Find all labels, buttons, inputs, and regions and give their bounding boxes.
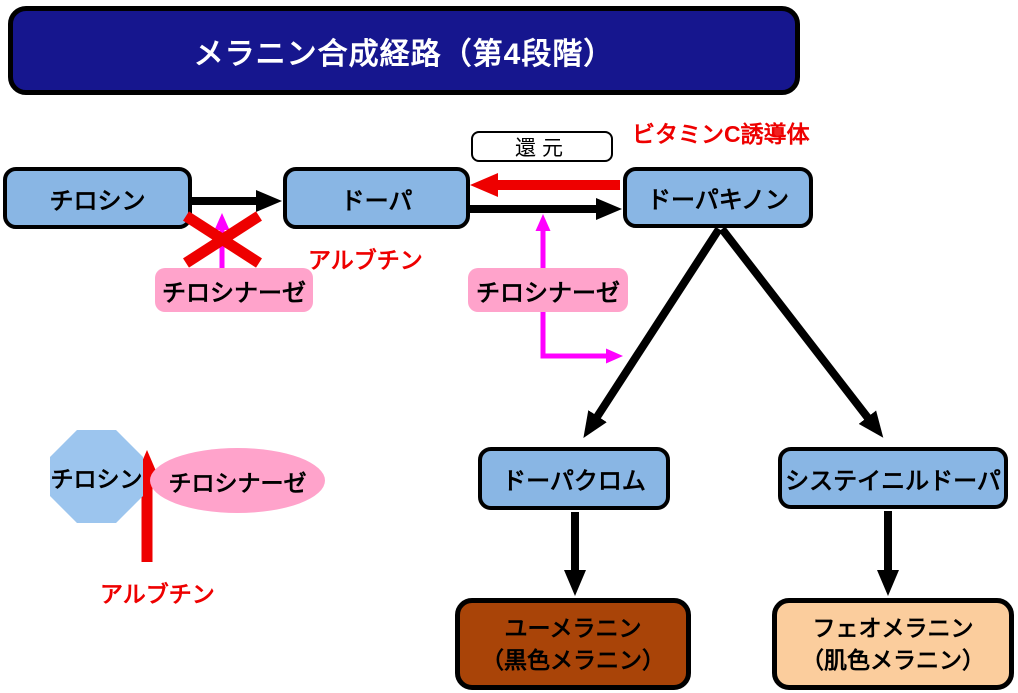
node-dopachrome: ドーパクロム (478, 447, 670, 510)
enzyme-tyrosinase-mid: チロシナーゼ (468, 268, 628, 312)
node-dopaquinone: ドーパキノン (623, 167, 813, 228)
arrow-dopaquinone-to-dopachrome (583, 226, 723, 438)
node-pheomelanin-line2: （肌色メラニン） (801, 647, 985, 673)
node-tyrosine-label: チロシン (49, 187, 146, 215)
label-vitamin-c-derivative: ビタミンC誘導体 (632, 121, 810, 147)
node-cysteinyl-dopa: システイニルドーパ (778, 447, 1008, 509)
enzyme-tyrosinase-top-label: チロシナーゼ (162, 279, 306, 307)
label-arbutin-top: アルブチン (308, 247, 423, 273)
x-mark-icon (183, 211, 262, 268)
enzyme-tyrosinase-top: チロシナーゼ (155, 268, 313, 312)
node-dopa: ドーパ (283, 167, 470, 229)
reduction-label-box: 還元 (471, 131, 613, 162)
reduction-label: 還元 (515, 136, 569, 160)
tyrosine-octagon-label: チロシン (50, 465, 143, 492)
node-dopaquinone-label: ドーパキノン (646, 187, 790, 214)
enzyme-tyrosinase-mid-label: チロシナーゼ (476, 279, 620, 307)
node-tyrosine: チロシン (3, 167, 192, 229)
label-arbutin-bottom: アルブチン (100, 581, 215, 607)
arrow-tyrosinase-elbow-magenta (540, 312, 623, 364)
node-eumelanin-line2: （黒色メラニン） (481, 647, 665, 673)
node-cysteinyl-dopa-label: システイニルドーパ (785, 467, 1001, 495)
node-eumelanin-line1: ユーメラニン (504, 615, 642, 641)
node-dopa-label: ドーパ (340, 187, 413, 215)
page-title: メラニン合成経路（第4段階） (193, 37, 615, 71)
enzyme-tyrosinase-ellipse-label: チロシナーゼ (168, 469, 307, 496)
node-eumelanin: ユーメラニン （黒色メラニン） (455, 598, 691, 690)
arrow-dopaquinone-to-cysteinyldopa (718, 226, 884, 438)
node-dopachrome-label: ドーパクロム (502, 468, 646, 495)
node-pheomelanin: フェオメラニン （肌色メラニン） (772, 598, 1014, 690)
enzyme-tyrosinase-ellipse: チロシナーゼ (150, 448, 325, 513)
title-bar: メラニン合成経路（第4段階） (8, 6, 800, 95)
tyrosine-octagon: チロシン (50, 430, 143, 523)
node-pheomelanin-line1: フェオメラニン (812, 615, 974, 641)
